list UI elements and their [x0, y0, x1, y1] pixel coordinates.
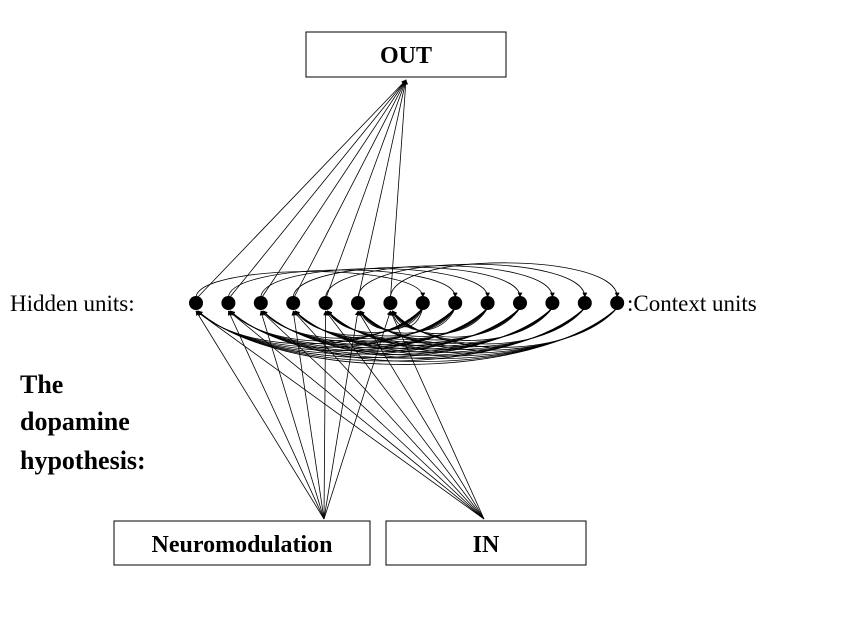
connections-layer: [195, 79, 620, 520]
units-layer: [189, 296, 625, 310]
neuromodulation-to-hidden-edge: [195, 310, 325, 520]
hidden-to-context-arc: [228, 269, 458, 299]
title-line-2: dopamine: [20, 407, 130, 436]
hidden-to-context-arc: [260, 268, 490, 299]
hidden-to-out-edge: [195, 79, 407, 300]
context-unit: [610, 296, 625, 310]
hidden-unit: [221, 296, 236, 310]
hidden-to-out-edge: [325, 79, 407, 300]
hidden-unit: [383, 296, 398, 310]
context-to-hidden-arc: [359, 307, 618, 351]
context-units-label: :Context units: [627, 291, 757, 316]
context-to-hidden-arc: [359, 307, 424, 331]
in-label: IN: [473, 532, 500, 558]
hidden-unit: [351, 296, 365, 310]
hidden-units-label: Hidden units:: [10, 291, 135, 316]
hidden-to-out-edge: [228, 79, 407, 300]
hidden-to-out-edge: [292, 79, 407, 300]
context-to-hidden-arc: [294, 307, 618, 357]
hidden-to-out-edge: [357, 79, 408, 300]
hidden-unit: [253, 296, 268, 310]
neuromodulation-box: Neuromodulation: [113, 520, 371, 566]
context-unit: [480, 296, 495, 310]
in-to-hidden-edge: [195, 310, 485, 520]
context-unit: [545, 296, 560, 310]
title-line-1: The: [20, 370, 63, 399]
hidden-to-out-edge: [260, 79, 407, 300]
hidden-unit: [286, 296, 301, 310]
hidden-to-out-edge: [390, 79, 409, 300]
in-to-hidden-edge: [292, 310, 485, 520]
in-to-hidden-edge: [357, 310, 485, 520]
context-unit: [513, 296, 527, 310]
context-to-hidden-arc: [392, 307, 618, 348]
hidden-to-context-arc: [195, 271, 426, 299]
out-label: OUT: [380, 43, 432, 69]
context-unit: [415, 296, 430, 310]
title-line-3: hypothesis:: [20, 446, 146, 475]
context-to-hidden-arc: [327, 307, 618, 354]
dopamine-hypothesis-title: The dopamine hypothesis:: [20, 370, 146, 475]
context-unit: [577, 296, 592, 310]
context-to-hidden-arc: [391, 307, 456, 331]
out-box: OUT: [305, 31, 507, 78]
in-box: IN: [385, 520, 587, 566]
hidden-unit: [318, 296, 333, 310]
hidden-to-context-arc: [390, 262, 620, 299]
neuromodulation-label: Neuromodulation: [152, 532, 333, 558]
hidden-unit: [189, 296, 203, 310]
context-unit: [448, 296, 463, 310]
